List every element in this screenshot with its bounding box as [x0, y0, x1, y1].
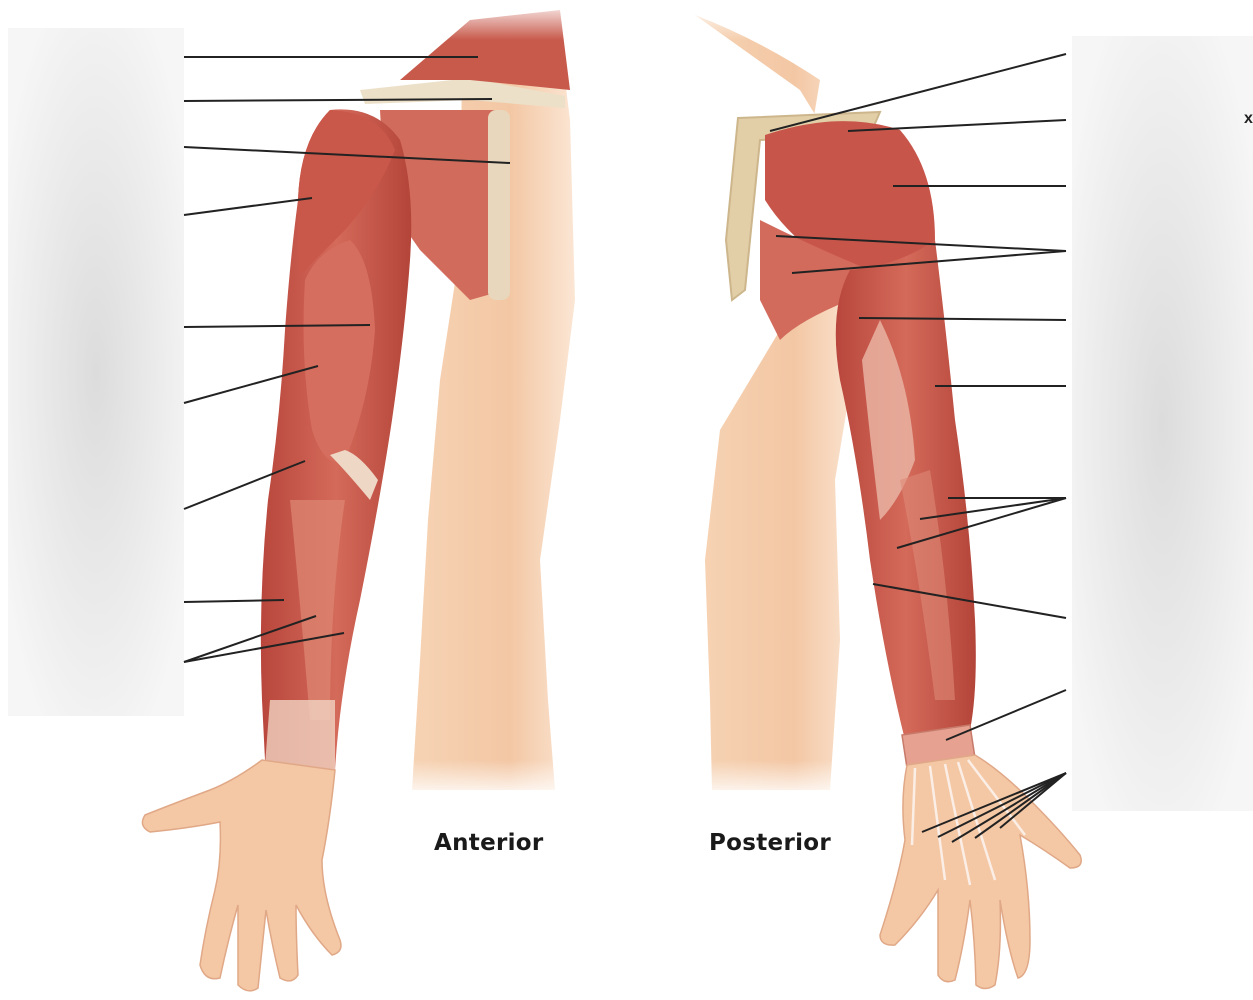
right-label-box [1072, 36, 1253, 811]
torso-bottom-fade [400, 760, 880, 800]
posterior-hand [880, 755, 1081, 989]
leader-line-l4 [184, 198, 312, 215]
top-fade [400, 0, 880, 40]
left-label-box [8, 28, 184, 716]
stray-mark: x [1244, 110, 1253, 128]
anterior-caption: Anterior [434, 830, 544, 856]
anterior-sternum [488, 110, 510, 300]
anterior-wrist-tendons [265, 700, 335, 770]
anterior-hand [142, 760, 341, 991]
posterior-caption: Posterior [709, 830, 831, 856]
